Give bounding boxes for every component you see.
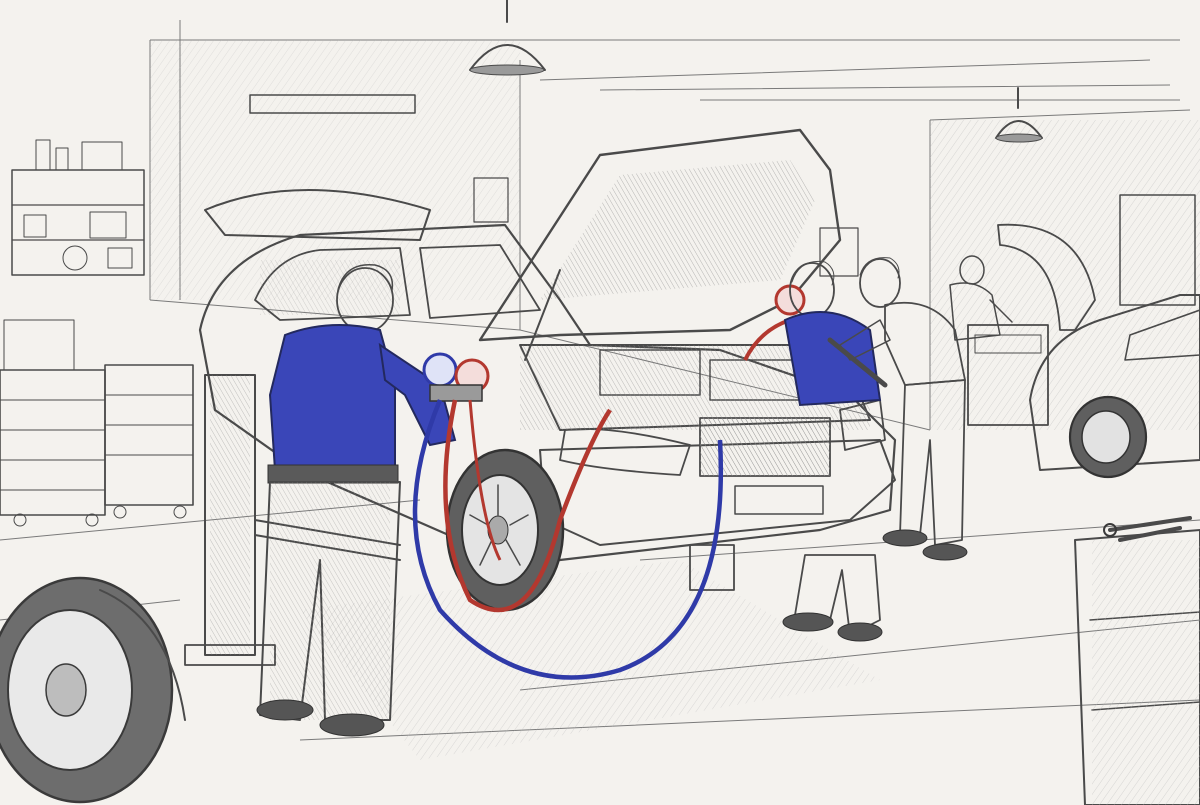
tire-icon (0, 576, 186, 804)
parked-car-right (1029, 294, 1200, 479)
wrench-icon (827, 337, 888, 388)
tool-shelf (11, 139, 145, 276)
workbench (0, 319, 194, 527)
wall-clipboard (473, 177, 509, 223)
license-plate (734, 485, 824, 515)
tire-machine (967, 223, 1096, 426)
garage-walls (149, 20, 1200, 431)
tool-cart (104, 364, 194, 506)
gauge-icon (422, 352, 490, 402)
wall-window (1119, 194, 1196, 306)
ceiling-light (249, 94, 416, 114)
pendant-lamp-icon (995, 87, 1043, 143)
wrench-icon (1103, 516, 1192, 542)
floor-mat (300, 560, 880, 760)
mechanic-middle (774, 260, 883, 642)
pendant-lamp-icon (469, 0, 546, 76)
mechanic-background (949, 255, 1013, 341)
mechanic-right (827, 257, 968, 561)
oil-drum (1074, 529, 1200, 805)
tool-pegboard (3, 319, 75, 371)
sedan-car (198, 128, 897, 612)
hood-prop-rod (524, 269, 561, 361)
open-hood (478, 128, 842, 342)
